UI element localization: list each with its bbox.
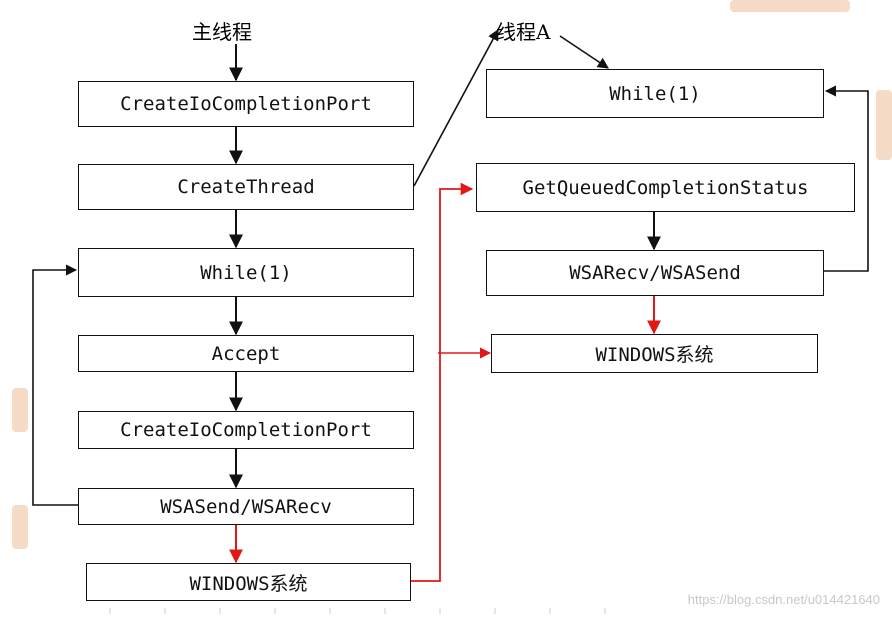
bottom-ticks <box>109 608 606 614</box>
thread-windows-box: WINDOWS系统 <box>491 334 818 373</box>
main-while-box: While(1) <box>78 248 414 297</box>
thread-getqueued-box: GetQueuedCompletionStatus <box>476 163 855 212</box>
main-create-thread-box: CreateThread <box>78 164 414 210</box>
watermark-url: https://blog.csdn.net/u014421640 <box>687 592 880 607</box>
decor-fragment-top <box>730 0 850 12</box>
decor-fragment-left-1 <box>12 388 28 432</box>
main-thread-label: 主线程 <box>192 20 252 44</box>
arrow-createthread-to-thread-a <box>413 29 499 187</box>
decor-fragment-left-2 <box>12 505 28 549</box>
thread-while-box: While(1) <box>486 69 824 118</box>
main-create-port-2-box: CreateIoCompletionPort <box>78 411 414 449</box>
thread-a-label: 线程A <box>496 20 551 44</box>
main-accept-box: Accept <box>78 335 414 372</box>
thread-wsarecv-box: WSARecv/WSASend <box>486 250 824 296</box>
loop-back-main <box>32 264 78 506</box>
main-windows-box: WINDOWS系统 <box>86 563 411 601</box>
loop-back-thread <box>824 85 869 272</box>
arrow-thread-a-to-while <box>559 35 609 69</box>
main-create-port-1-box: CreateIoCompletionPort <box>78 81 414 127</box>
main-wsasend-box: WSASend/WSARecv <box>78 488 414 525</box>
decor-fragment-right <box>876 90 892 160</box>
route-windows-to-getqueued <box>411 182 474 582</box>
